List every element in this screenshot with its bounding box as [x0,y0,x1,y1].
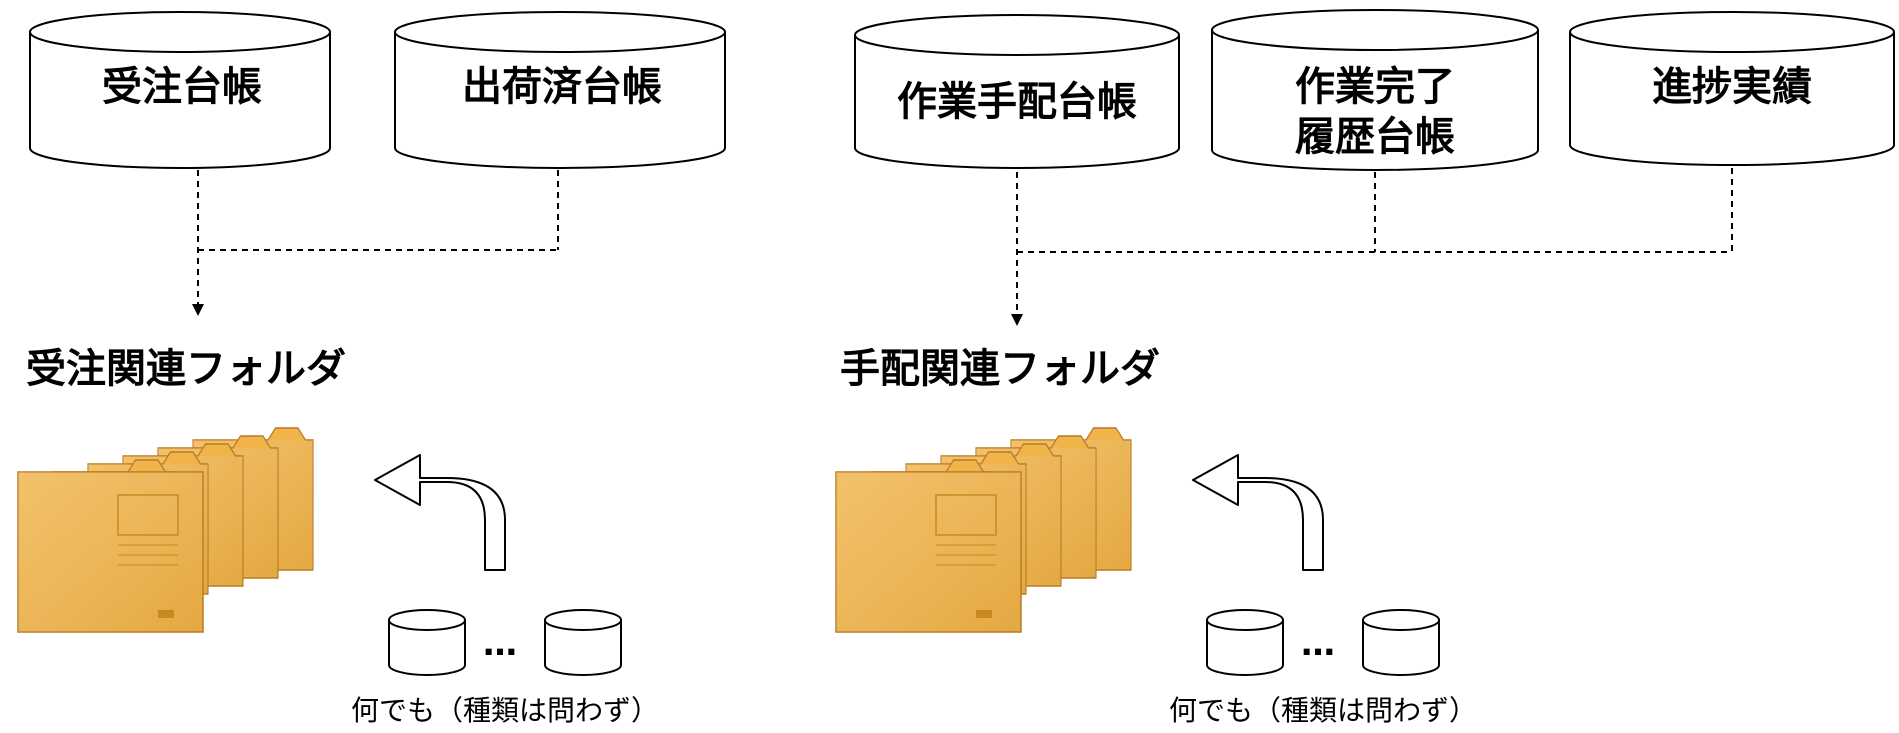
small-db-right-2 [1362,609,1440,676]
database-cylinder-icon [854,35,1180,169]
ellipsis: … [483,624,517,664]
small-db-right-1 [1206,609,1284,676]
caption: 何でも（種類は問わず） [1169,694,1477,727]
db-sagyo-tehai-daicho: 作業手配台帳 [854,14,1180,169]
folder-title: 受注関連フォルダ [26,346,346,392]
db-juchu-daicho: 受注台帳 [29,11,331,169]
folder-stack-icon [17,427,314,633]
database-cylinder-icon [394,32,726,169]
ellipsis: … [1301,624,1335,664]
database-cylinder-icon [544,620,622,676]
database-cylinder-icon [1362,620,1440,676]
small-db-left-1 [388,609,466,676]
database-cylinder-icon [1206,620,1284,676]
db-label: 受注台帳 [102,64,262,110]
db-shinchoku-jisseki: 進捗実績 [1569,11,1895,166]
database-cylinder-icon [1569,32,1895,166]
folder-stack-icon [835,427,1132,633]
db-shukkazumi-daicho: 出荷済台帳 [394,11,726,169]
db-label: 作業完了 [1295,64,1455,110]
db-label: 出荷済台帳 [462,64,662,110]
database-cylinder-icon [29,32,331,169]
database-cylinder-icon [1211,30,1539,171]
curved-return-arrow-icon [1192,454,1324,571]
folder-title: 手配関連フォルダ [840,346,1160,392]
db-sagyo-kanryo-rireki-daicho: 作業完了 履歴台帳 [1211,9,1539,171]
db-label: 作業手配台帳 [897,79,1137,125]
db-label: 履歴台帳 [1295,114,1455,160]
database-cylinder-icon [388,620,466,676]
right-connector-lines [1011,168,1733,326]
left-connector-lines [192,170,559,316]
curved-return-arrow-icon [374,454,506,571]
db-label: 進捗実績 [1652,64,1812,110]
small-db-left-2 [544,609,622,676]
caption: 何でも（種類は問わず） [351,694,659,727]
